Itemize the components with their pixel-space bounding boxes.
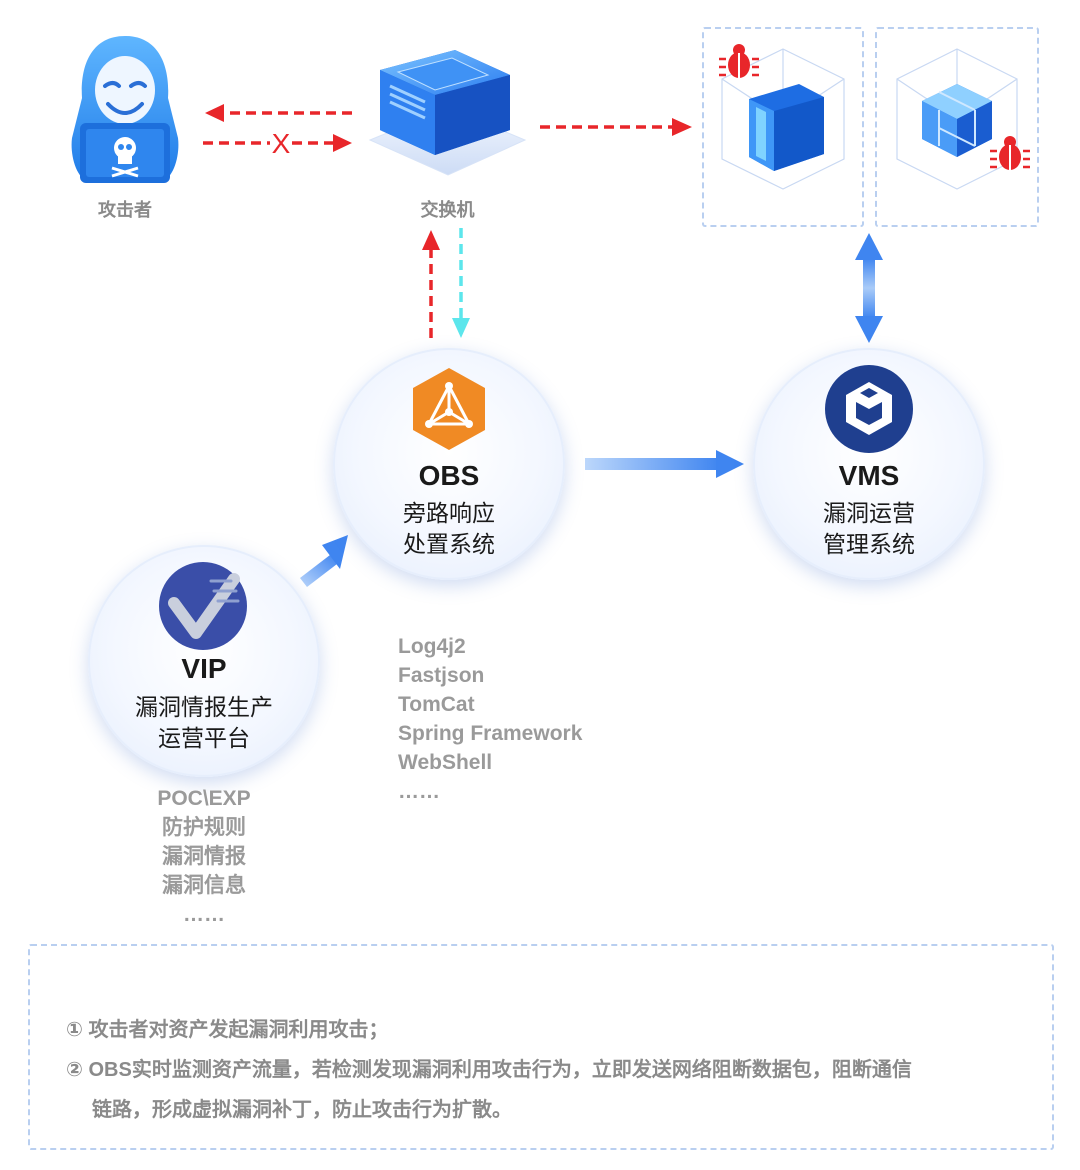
list-item: 防护规则	[162, 816, 246, 839]
list-item: ……	[183, 903, 225, 926]
list-item: WebShell	[398, 751, 493, 774]
vip-subtitle-2: 运营平台	[158, 725, 250, 751]
list-item: TomCat	[398, 693, 475, 716]
obs-to-switch-arrow	[422, 230, 440, 338]
vip-output-list: POC\EXP 防护规则 漏洞情报 漏洞信息 ……	[104, 784, 304, 929]
vip-node: VIP 漏洞情报生产 运营平台	[88, 545, 320, 777]
switch-node: 交换机	[360, 30, 535, 230]
obs-subtitle-2: 处置系统	[403, 531, 495, 557]
vms-title: VMS	[838, 460, 900, 491]
attacker-label: 攻击者	[98, 200, 152, 220]
asset-box-2	[875, 27, 1039, 227]
obs-vuln-list: Log4j2 Fastjson TomCat Spring Framework …	[398, 632, 582, 806]
hacker-icon	[71, 36, 179, 183]
switch-label: 交换机	[420, 200, 475, 220]
vip-logo-icon	[159, 562, 247, 650]
obs-title: OBS	[418, 460, 480, 491]
obs-subtitle-1: 旁路响应	[403, 500, 495, 526]
obs-hex-icon	[413, 368, 485, 450]
bug-icon	[990, 136, 1030, 170]
arrows-layer: X	[203, 104, 883, 587]
switch-to-assets-arrow	[540, 118, 692, 136]
switch-icon	[368, 50, 527, 176]
list-item: 漏洞情报	[162, 845, 246, 868]
vms-subtitle-1: 漏洞运营	[823, 500, 915, 526]
list-item: Spring Framework	[398, 722, 583, 745]
vip-to-obs-arrow	[300, 535, 348, 587]
obs-to-vms-arrow	[585, 450, 744, 478]
vms-logo-icon	[825, 365, 913, 453]
attacker-to-switch-blocked-arrow	[203, 134, 352, 152]
vms-node: VMS 漏洞运营 管理系统	[753, 348, 985, 580]
infected-server-icon	[719, 44, 845, 190]
switch-to-attacker-arrow	[205, 104, 352, 122]
list-item: 漏洞信息	[162, 874, 246, 897]
switch-to-obs-mirror-arrow	[452, 228, 470, 338]
blocked-mark: X	[272, 128, 291, 159]
asset-box-1	[702, 27, 864, 227]
note-line-3: 链路，形成虚拟漏洞补丁，防止攻击行为扩散。	[92, 1099, 512, 1121]
vip-title: VIP	[181, 653, 227, 684]
bug-icon	[719, 44, 759, 78]
list-item: ……	[398, 780, 440, 803]
list-item: Fastjson	[398, 664, 485, 687]
list-item: Log4j2	[398, 635, 466, 658]
note-line-2: ② OBS实时监测资产流量，若检测发现漏洞利用攻击行为，立即发送网络阻断数据包，…	[66, 1059, 912, 1081]
attacker-node: 攻击者	[50, 28, 200, 228]
vms-assets-sync-arrow	[855, 233, 883, 343]
note-line-1: ① 攻击者对资产发起漏洞利用攻击；	[66, 1019, 389, 1041]
infected-cube-icon	[896, 48, 1030, 190]
obs-node: OBS 旁路响应 处置系统	[333, 348, 565, 580]
notes-box	[28, 944, 1054, 1150]
vms-subtitle-2: 管理系统	[823, 531, 915, 557]
list-item: POC\EXP	[157, 787, 251, 810]
vip-subtitle-1: 漏洞情报生产	[135, 694, 273, 720]
